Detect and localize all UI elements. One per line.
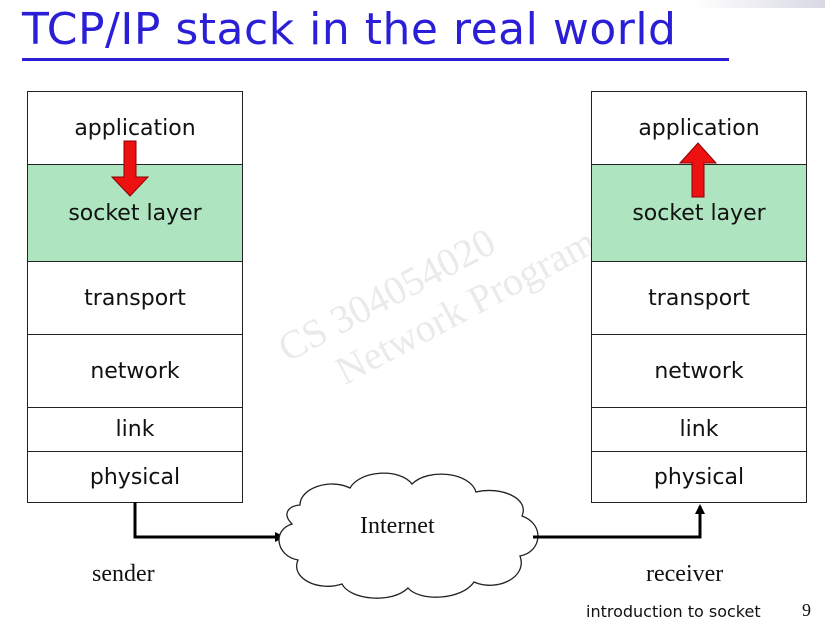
receiver-layer-transport: transport	[592, 262, 806, 335]
title-underline	[22, 58, 729, 61]
receiver-layer-network: network	[592, 335, 806, 408]
internet-label: Internet	[360, 513, 435, 539]
slide-footer: introduction to socket	[586, 602, 761, 621]
receiver-stack: application socket layer transport netwo…	[591, 91, 807, 503]
sender-layer-application: application	[28, 92, 242, 165]
page-number: 9	[802, 600, 811, 620]
sender-layer-link: link	[28, 408, 242, 452]
slide-title: TCP/IP stack in the real world	[22, 4, 677, 55]
receiver-layer-link: link	[592, 408, 806, 452]
sender-layer-network: network	[28, 335, 242, 408]
internet-to-receiver-line	[533, 504, 705, 539]
corner-logo	[695, 0, 825, 8]
sender-caption: sender	[92, 561, 155, 587]
receiver-caption: receiver	[646, 561, 724, 587]
sender-layer-physical: physical	[89, 464, 181, 490]
sender-layer-transport: transport	[28, 262, 242, 335]
receiver-layer-physical: physical	[653, 464, 745, 490]
receiver-up-arrow	[678, 142, 718, 198]
sender-to-internet-line	[133, 502, 285, 542]
sender-down-arrow	[110, 140, 150, 197]
internet-cloud	[278, 472, 539, 599]
receiver-layer-application: application	[592, 92, 806, 165]
